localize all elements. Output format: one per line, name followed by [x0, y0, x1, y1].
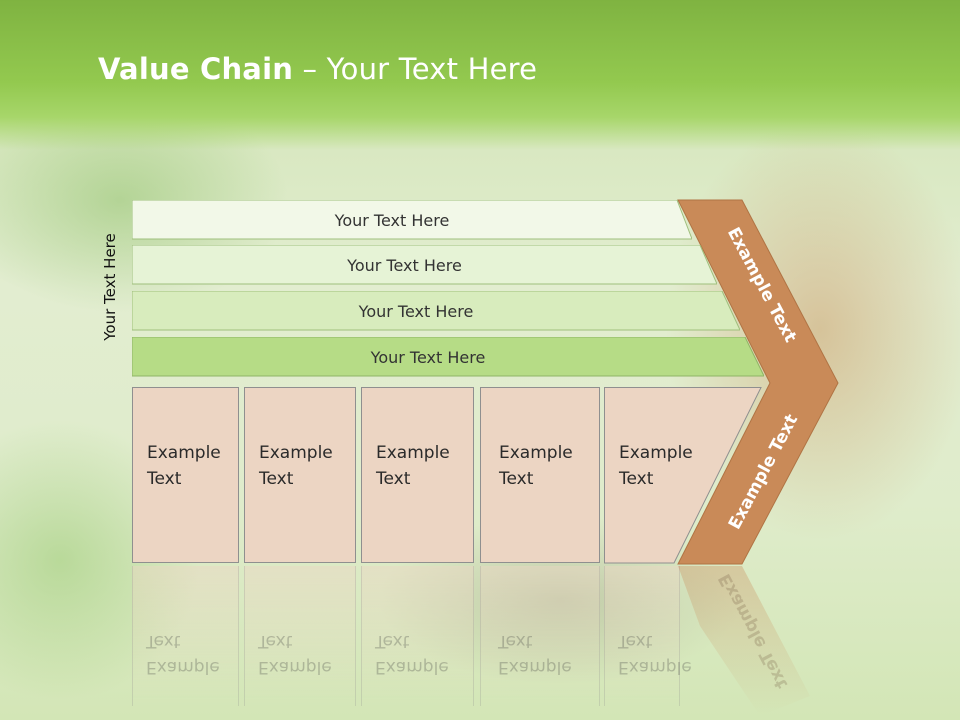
support-row-2: Your Text Here: [132, 245, 717, 285]
support-row-1: Your Text Here: [132, 200, 692, 240]
title-bold: Value Chain: [98, 52, 294, 86]
primary-box-2-line2: Text: [259, 469, 294, 489]
title-rest: – Your Text Here: [293, 52, 538, 86]
support-row-4: Your Text Here: [132, 337, 764, 377]
primary-box-3-line2: Text: [376, 469, 411, 489]
support-row-3: Your Text Here: [132, 291, 740, 331]
primary-box-1-line1: Example: [147, 443, 221, 463]
reflection-chevron: [678, 566, 810, 716]
primary-box-4-line1: Example: [499, 443, 573, 463]
primary-box-5-line2: Text: [619, 469, 654, 489]
support-row-4-label: Your Text Here: [370, 347, 486, 367]
reflection-box-5: [604, 566, 680, 706]
primary-box-4-line2: Text: [499, 469, 534, 489]
support-row-3-label: Your Text Here: [358, 301, 474, 321]
primary-box-3-line1: Example: [376, 443, 450, 463]
reflection-box-1: [132, 566, 239, 706]
support-row-1-label: Your Text Here: [334, 210, 450, 230]
reflection-box-2: [244, 566, 356, 706]
primary-box-4: Example Text: [480, 387, 600, 563]
reflection-box-4: [480, 566, 600, 706]
primary-box-1-line2: Text: [147, 469, 182, 489]
primary-box-2: Example Text: [244, 387, 356, 563]
primary-box-5-line1: Example: [619, 443, 693, 463]
header-band: [0, 0, 960, 150]
primary-box-1: Example Text: [132, 387, 239, 563]
slide-title: Value Chain – Your Text Here: [98, 52, 537, 86]
primary-box-5-shape: [604, 387, 762, 564]
reflection-box-3: [361, 566, 474, 706]
primary-box-2-line1: Example: [259, 443, 333, 463]
primary-box-5: Example Text: [604, 387, 762, 564]
support-row-2-label: Your Text Here: [347, 255, 462, 275]
primary-box-3: Example Text: [361, 387, 474, 563]
